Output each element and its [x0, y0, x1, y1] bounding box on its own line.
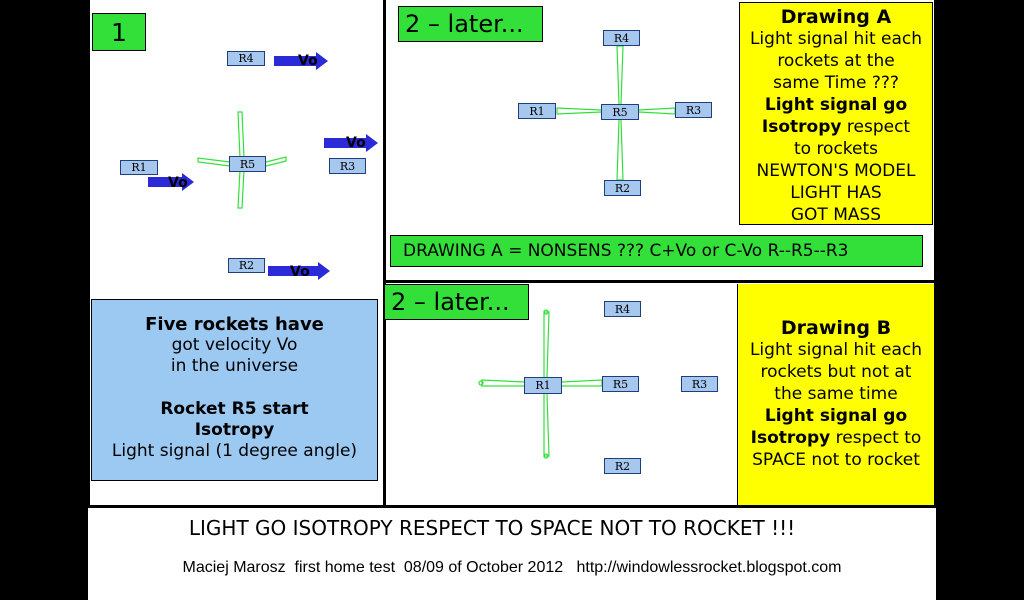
info-line: got velocity Vo — [171, 335, 298, 355]
info-line: in the universe — [170, 356, 299, 376]
left-border — [88, 0, 90, 506]
drawing-b-title: Drawing B — [780, 317, 892, 339]
drawing-a-line: to rockets — [793, 139, 879, 159]
drawing-b-line: Isotropy respect to — [738, 427, 934, 449]
panel3-rocket-r4: R4 — [604, 301, 641, 317]
velocity-label-r4: Vo — [298, 53, 318, 69]
info-line: Isotropy — [194, 420, 275, 440]
velocity-label-r1: Vo — [168, 175, 188, 191]
drawing-b-line: the same time — [774, 384, 898, 404]
velocity-label-r2: Vo — [290, 264, 310, 280]
footer-credit: Maciej Marosz first home test 08/09 of O… — [182, 559, 842, 576]
panel2-title: 2 – later... — [398, 6, 543, 42]
panel2-rocket-r5: R5 — [601, 104, 639, 120]
beam-down — [543, 393, 550, 457]
panel1-signal-beams — [197, 111, 287, 209]
beam-right — [265, 156, 287, 167]
drawing-a-line: Light signal go — [764, 95, 908, 115]
drawing-b-box: Drawing B Light signal hit each rockets … — [737, 284, 934, 505]
drawing-a-box: Drawing A Light signal hit each rockets … — [739, 2, 933, 225]
beam-right — [638, 107, 676, 115]
vertical-divider — [383, 0, 386, 506]
panel2-rocket-r2: R2 — [604, 180, 641, 196]
velocity-label-r3: Vo — [346, 135, 366, 151]
drawing-b-line: rockets but not at — [760, 362, 912, 382]
beam-down — [616, 119, 624, 181]
panel1-velocity-arrows — [148, 52, 378, 280]
beam-tip — [543, 309, 549, 315]
bottom-divider — [88, 505, 936, 508]
panel1-rocket-r2: R2 — [228, 258, 265, 273]
beam-left — [197, 157, 231, 167]
arrow-r3 — [324, 134, 378, 152]
nonsens-banner: DRAWING A = NONSENS ??? C+Vo or C-Vo R--… — [390, 235, 923, 267]
info-line: Rocket R5 start — [160, 399, 309, 419]
drawing-b-respect: respect to — [830, 428, 922, 448]
panel3-rocket-r1: R1 — [524, 377, 562, 394]
beam-left — [556, 107, 602, 115]
drawing-a-line: Isotropy respect — [740, 116, 932, 138]
drawing-b-line: SPACE not to rocket — [752, 450, 920, 470]
arrow-r2 — [268, 262, 330, 280]
info-line: Light signal (1 degree angle) — [111, 441, 358, 461]
panel3-rocket-r2: R2 — [604, 458, 641, 474]
drawing-a-line: same Time ??? — [773, 73, 899, 93]
panel3-rocket-r3: R3 — [681, 376, 718, 392]
drawing-a-line: NEWTON'S MODEL — [756, 161, 916, 181]
panel1-number: 1 — [92, 13, 146, 51]
drawing-b-isotropy: Isotropy — [750, 428, 831, 448]
drawing-b-line: Light signal hit each — [749, 340, 923, 360]
drawing-a-respect: respect — [841, 117, 911, 137]
beam-tip — [543, 453, 549, 459]
panel1-rocket-r1: R1 — [120, 160, 158, 175]
beam-down — [237, 169, 245, 209]
panel1-rocket-r4: R4 — [227, 51, 265, 66]
info-title: Five rockets have — [145, 314, 324, 335]
beam-up — [543, 311, 550, 379]
drawing-a-line: LIGHT HAS — [790, 183, 882, 203]
horizontal-divider — [386, 280, 936, 283]
drawing-a-isotropy: Isotropy — [761, 117, 842, 137]
panel2-rocket-r3: R3 — [675, 102, 712, 118]
drawing-a-line: GOT MASS — [790, 205, 882, 225]
right-border — [934, 0, 936, 506]
info-box: Five rockets have got velocity Vo in the… — [91, 299, 378, 481]
footer-headline: LIGHT GO ISOTROPY RESPECT TO SPACE NOT T… — [188, 516, 796, 540]
drawing-a-title: Drawing A — [780, 6, 892, 28]
drawing-a-line: rockets at the — [777, 51, 895, 71]
beam-right — [561, 379, 603, 387]
beam-tip — [478, 380, 484, 386]
beam-up — [616, 45, 624, 105]
arrow-r1 — [148, 173, 194, 191]
drawing-b-line: Light signal go — [764, 406, 908, 426]
beam-up — [237, 111, 245, 159]
beam-left — [481, 379, 525, 387]
panel1-rocket-r5: R5 — [229, 156, 266, 172]
drawing-a-line: Light signal hit each — [749, 29, 923, 49]
panel3-title: 2 – later... — [384, 284, 529, 320]
arrow-r4 — [274, 52, 328, 70]
panel2-rocket-r1: R1 — [518, 103, 556, 119]
panel3-rocket-r5: R5 — [602, 376, 639, 392]
panel1-rocket-r3: R3 — [329, 158, 366, 174]
panel2-rocket-r4: R4 — [603, 30, 640, 46]
